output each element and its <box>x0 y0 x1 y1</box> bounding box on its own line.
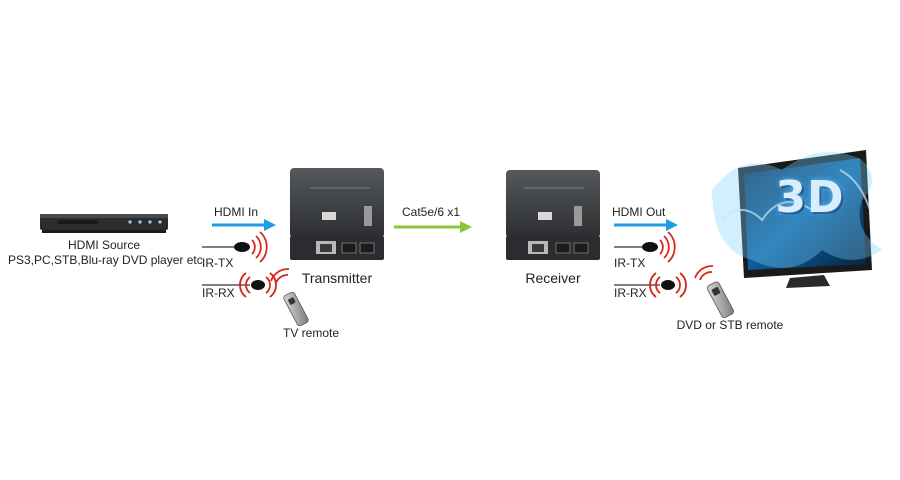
dvd-stb-remote <box>694 265 734 319</box>
transmitter-device <box>290 168 384 260</box>
hdmi-source-subtitle: PS3,PC,STB,Blu-ray DVD player etc <box>8 253 203 267</box>
hdmi-out-arrow <box>614 219 678 231</box>
hdmi-in-arrow <box>212 219 276 231</box>
transmitter-label: Transmitter <box>301 270 373 286</box>
tv-display <box>712 150 882 288</box>
transmitter-ir-tx-label: IR-TX <box>202 256 234 270</box>
tv-remote-label: TV remote <box>282 326 339 340</box>
receiver-ir-tx-label: IR-TX <box>614 256 646 270</box>
transmitter-ir-rx-label: IR-RX <box>202 286 235 300</box>
receiver-ir-rx-cable <box>614 272 687 298</box>
receiver-ir-tx-cable <box>614 231 676 263</box>
transmitter-ir-tx-cable <box>202 231 268 263</box>
hdmi-source-title: HDMI Source <box>67 238 141 252</box>
receiver-device <box>506 170 600 260</box>
hdmi-in-label: HDMI In <box>214 205 259 219</box>
cat-cable-label: Cat5e/6 x1 <box>402 205 461 219</box>
transmitter-ir-rx-cable <box>202 272 277 298</box>
dvd-stb-remote-label: DVD or STB remote <box>676 318 784 332</box>
hdmi-source-player <box>40 214 168 233</box>
tv-remote <box>270 268 309 327</box>
tv-3d-badge: 3D <box>775 172 845 223</box>
cat-cable-arrow <box>394 221 472 233</box>
receiver-label: Receiver <box>525 270 581 286</box>
hdmi-out-label: HDMI Out <box>612 205 666 219</box>
receiver-ir-rx-label: IR-RX <box>614 286 647 300</box>
